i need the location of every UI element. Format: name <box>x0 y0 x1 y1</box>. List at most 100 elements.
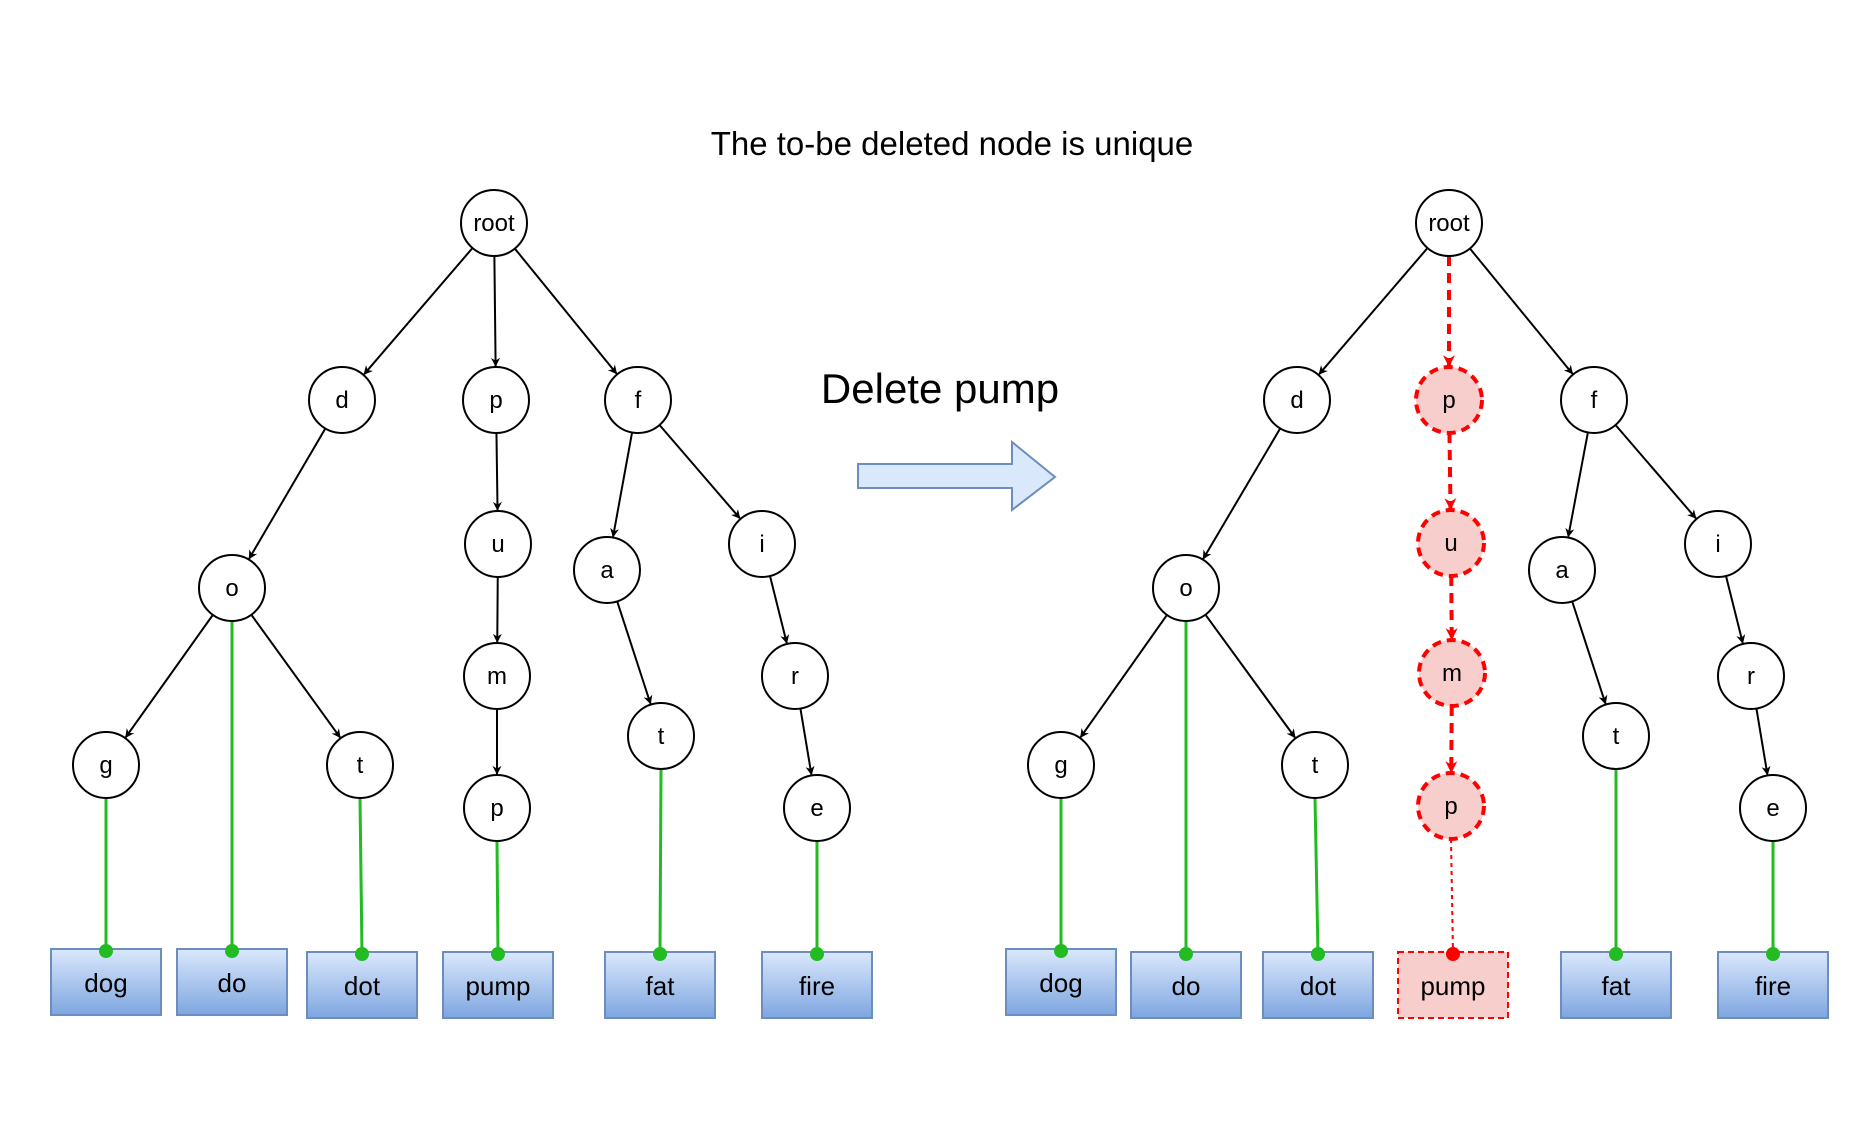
edge-f-a <box>610 432 634 538</box>
edge-root-f <box>514 247 618 375</box>
edge-root-d <box>1318 247 1429 375</box>
edge-d-o <box>1202 427 1282 560</box>
trie-node-f <box>604 366 672 434</box>
trie-node-t1 <box>326 731 394 799</box>
trie-node-i <box>1684 510 1752 578</box>
edge-i-r <box>1725 575 1746 644</box>
word-label: pump <box>1420 971 1485 1001</box>
node-label: root <box>1428 210 1470 237</box>
node-label: d <box>335 387 348 414</box>
word-label: pump <box>465 971 530 1001</box>
word-link-dot <box>1446 947 1460 961</box>
edge-p1-u <box>492 432 502 511</box>
node-label: p <box>1442 387 1455 414</box>
trie-node-r <box>1717 642 1785 710</box>
word-link-dot <box>1311 947 1325 961</box>
node-label: e <box>1766 795 1779 822</box>
diagram-title: The to-be deleted node is unique <box>711 125 1194 162</box>
node-label: i <box>1715 531 1720 558</box>
node-label: t <box>1613 723 1620 750</box>
word-box-fat <box>1560 951 1672 1019</box>
transition-arrow <box>857 439 1057 513</box>
edge-p1-u-deleted <box>1444 432 1457 511</box>
word-box-dog <box>1005 948 1117 1016</box>
trie-node-a <box>573 536 641 604</box>
trie-node-g <box>1027 731 1095 799</box>
node-label: t <box>658 723 665 750</box>
word-box-fat <box>604 951 716 1019</box>
trie-node-o <box>198 554 266 622</box>
word-label: dog <box>84 968 127 998</box>
edge-o-t1 <box>1204 614 1296 739</box>
trie-node-root <box>1415 189 1483 257</box>
trie-node-t2 <box>627 702 695 770</box>
trie-node-d <box>1263 366 1331 434</box>
edge-d-o <box>248 427 327 560</box>
node-label: t <box>1312 752 1319 779</box>
edge-r-e <box>1755 708 1771 776</box>
trie-node-g <box>72 731 140 799</box>
node-label: o <box>1179 575 1192 602</box>
node-label: f <box>1591 387 1598 414</box>
word-label: fire <box>799 971 835 1001</box>
trie-node-p1 <box>462 366 530 434</box>
word-label: fat <box>1602 971 1632 1001</box>
trie-node-e <box>783 774 851 842</box>
word-link-fat <box>658 768 663 955</box>
word-box-dot <box>1262 951 1374 1019</box>
edge-i-r <box>769 575 790 644</box>
node-label: o <box>225 575 238 602</box>
trie-node-u-deleted <box>1416 508 1486 578</box>
node-label: m <box>1442 660 1462 687</box>
node-label: e <box>810 795 823 822</box>
node-label: root <box>473 210 515 237</box>
word-link-pump-deleted <box>1450 838 1454 955</box>
edge-a-t2 <box>616 601 653 705</box>
node-label: m <box>487 663 507 690</box>
node-label: a <box>600 557 614 584</box>
trie-node-o <box>1152 554 1220 622</box>
word-box-fire <box>1717 951 1829 1019</box>
word-label: do <box>218 968 247 998</box>
trie-node-d <box>308 366 376 434</box>
node-label: r <box>791 663 799 690</box>
trie-node-m <box>463 642 531 710</box>
edge-a-t2 <box>1571 601 1608 705</box>
trie-node-t1 <box>1281 731 1349 799</box>
word-link-dot <box>1766 947 1780 961</box>
edge-o-t1 <box>250 614 341 739</box>
word-link-dot <box>355 947 369 961</box>
word-label: fire <box>1755 971 1791 1001</box>
word-link-dot <box>1179 947 1193 961</box>
trie-node-m-deleted <box>1417 638 1487 708</box>
edge-f-i <box>1614 424 1697 519</box>
trie-node-e <box>1739 774 1807 842</box>
node-label: p <box>490 795 503 822</box>
node-label: r <box>1747 663 1755 690</box>
word-link-dot <box>99 944 113 958</box>
node-label: t <box>357 752 364 779</box>
edge-f-a <box>1565 432 1589 538</box>
edge-root-f <box>1469 247 1574 375</box>
trie-node-i <box>728 510 796 578</box>
trie-node-p2 <box>463 774 531 842</box>
trie-node-a <box>1528 536 1596 604</box>
trie-node-p1-deleted <box>1414 365 1484 435</box>
word-box-do <box>1130 951 1242 1019</box>
node-label: f <box>635 387 642 414</box>
word-label: dot <box>1300 971 1337 1001</box>
trie-node-root <box>460 189 528 257</box>
edge-o-g <box>1079 614 1168 738</box>
edge-root-d <box>363 247 474 375</box>
trie-node-t2 <box>1582 702 1650 770</box>
word-link-dot <box>491 947 505 961</box>
word-link-dot <box>1609 947 1623 961</box>
node-label: u <box>1444 530 1457 557</box>
trie-node-p2-deleted <box>1416 771 1486 841</box>
word-link-pump <box>495 840 500 955</box>
node-label: u <box>491 531 504 558</box>
word-box-dog <box>50 948 162 1016</box>
node-label: g <box>1054 752 1067 779</box>
